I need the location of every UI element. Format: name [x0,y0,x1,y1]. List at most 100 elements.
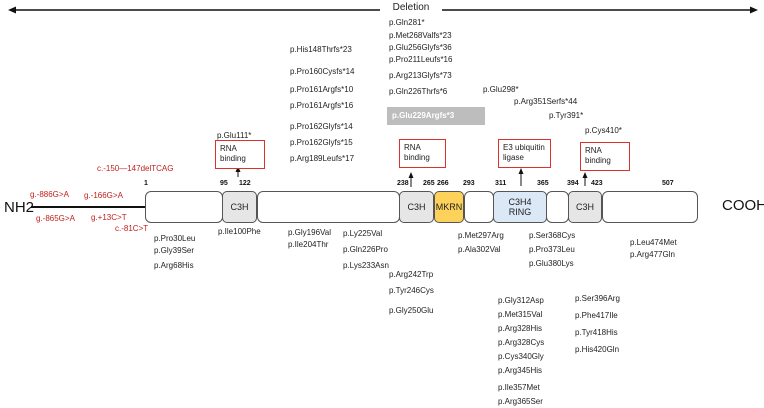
c3h-domain-1-label: C3H [230,202,249,212]
missense-group-1: p.Pro30Leu p.Gly39Ser p.Arg68His [154,233,195,272]
position-95: 95 [220,180,228,187]
missense-variant: p.Gly312Asp [498,296,544,305]
missense-variant: p.Leu474Met [630,238,677,247]
e3-ubiquitin-ligase-box: E3 ubiquitin ligase [498,139,551,168]
missense-variant: p.Ala302Val [458,245,501,254]
c3h4-ring-label-line2: RING [508,207,532,217]
truncating-variant: p.His148Thrfs*23 [290,45,352,54]
promoter-variant: c.-150—147delTCAG [97,164,174,173]
missense-variant: p.Tyr418His [575,328,618,337]
deletion-arrow [8,6,758,14]
position-266: 266 [437,180,449,187]
truncating-variant: p.Gln281* [389,18,425,27]
missense-variant: p.Lys233Asn [343,261,389,270]
protein-segment-2 [257,191,400,223]
missense-group-6: p.Met297Arg p.Ala302Val [458,229,504,256]
missense-group-10: p.Leu474Met p.Arg477Gln [630,237,677,261]
c3h-domain-2: C3H [399,191,434,223]
truncating-variant: p.Arg213Glyfs*73 [389,71,452,80]
e3-box-line1: E3 ubiquitin [503,143,545,152]
missense-variant: p.Arg365Ser [498,397,543,406]
truncating-variant: p.Glu111* [217,131,252,140]
missense-variant: p.Ile100Phe [218,227,261,236]
truncating-variant: p.Cys410* [585,126,622,135]
truncating-variant: p.Arg351Serfs*44 [514,97,578,106]
truncating-variant: p.Pro161Argfs*16 [290,101,354,110]
promoter-variant: g.-886G>A [30,190,69,199]
protein-segment-4 [546,191,569,223]
rna-binding-box-1-line2: binding [220,154,246,163]
missense-variant: p.Arg328Cys [498,338,545,347]
position-365: 365 [537,180,549,187]
missense-group-8: p.Gly312Asp p.Met315Val p.Arg328His p.Ar… [498,294,544,408]
missense-variant: p.Arg68His [154,261,194,270]
c-terminus-label: COOH [722,197,764,214]
rna-binding-box-3-line1: RNA [585,146,602,155]
deletion-label: Deletion [392,2,430,13]
missense-variant: p.Met315Val [498,310,543,319]
rna-binding-box-3: RNA binding [580,142,630,171]
rna-binding-box-2: RNA binding [399,139,446,168]
missense-variant: p.Ile357Met [498,383,540,392]
missense-variant: p.Gly250Glu [389,306,434,315]
highlighted-variant-label: p.Glu229Argfs*3 [392,111,455,120]
truncating-variant: p.Pro162Glyfs*14 [290,122,353,131]
missense-group-4: p.Ly225Val p.Gln226Pro p.Lys233Asn [343,227,389,272]
missense-variant: p.Phe417Ile [575,311,618,320]
missense-variant: p.Tyr246Cys [389,286,434,295]
truncating-variant-group-b: p.Gln281* p.Met268Valfs*23 p.Glu256Glyfs… [389,16,452,98]
c3h4-ring-domain: C3H4 RING [493,191,547,223]
rna-binding-box-3-line2: binding [585,156,611,165]
missense-variant: p.His420Gln [575,345,620,354]
missense-variant: p.Gln226Pro [343,245,388,254]
mkrn-domain-label: MKRN [435,202,463,212]
truncating-variant-group-a: p.His148Thrfs*23 p.Pro160Cysfs*14 p.Pro1… [290,44,354,165]
missense-variant: p.Ser396Arg [575,294,620,303]
truncating-variant: p.Gln226Thrfs*6 [389,87,448,96]
promoter-variant: c.-81C>T [115,224,149,233]
position-507: 507 [662,180,674,187]
rna-binding-box-2-line2: binding [404,153,430,162]
c3h-domain-3-label: C3H [575,202,594,212]
missense-variant: p.Arg477Gln [630,250,675,259]
missense-group-5: p.Arg242Trp p.Tyr246Cys p.Gly250Glu [389,268,434,317]
missense-variant: p.Ile204Thr [288,240,329,249]
missense-variant: p.Ser368Cys [529,231,576,240]
highlighted-truncating-variant: p.Glu229Argfs*3 [387,107,485,125]
missense-variant: p.Arg242Trp [389,270,434,279]
missense-variant: p.Arg345His [498,366,543,375]
c3h4-ring-label-line1: C3H4 [508,197,532,207]
promoter-variant: g.+13C>T [91,213,127,222]
e3-box-line2: ligase [503,153,524,162]
missense-variant: p.Glu380Lys [529,259,574,268]
position-1: 1 [144,180,148,187]
promoter-variant: g.-865G>A [36,214,75,223]
rna-binding-box-1-line1: RNA [220,144,237,153]
missense-variant: p.Arg328His [498,324,543,333]
missense-variant: p.Pro373Leu [529,245,575,254]
position-238: 238 [397,180,409,187]
n-terminus-label: NH2 [4,199,35,216]
missense-variant: p.Gly39Ser [154,246,195,255]
protein-segment-1 [145,191,223,223]
missense-variant: p.Cys340Gly [498,352,544,361]
missense-group-7: p.Ser368Cys p.Pro373Leu p.Glu380Lys [529,229,575,270]
missense-variant: p.Ly225Val [343,229,383,238]
position-265: 265 [423,180,435,187]
truncating-variant: p.Pro162Glyfs*15 [290,138,353,147]
position-122: 122 [239,180,251,187]
promoter-variant: g.-166G>A [84,191,123,200]
missense-variant: p.Pro30Leu [154,234,196,243]
c3h-domain-1: C3H [222,191,257,223]
missense-variant: p.Gly196Val [288,228,331,237]
protein-segment-3 [464,191,494,223]
truncating-variant: p.Glu256Glyfs*36 [389,43,452,52]
position-394: 394 [567,180,579,187]
missense-group-3: p.Gly196Val p.Ile204Thr [288,227,331,251]
position-423: 423 [591,180,603,187]
truncating-variant: p.Pro160Cysfs*14 [290,67,355,76]
truncating-variant: p.Pro161Argfs*10 [290,85,354,94]
protein-segment-5 [602,191,698,223]
truncating-variant: p.Glu298* [483,85,519,94]
